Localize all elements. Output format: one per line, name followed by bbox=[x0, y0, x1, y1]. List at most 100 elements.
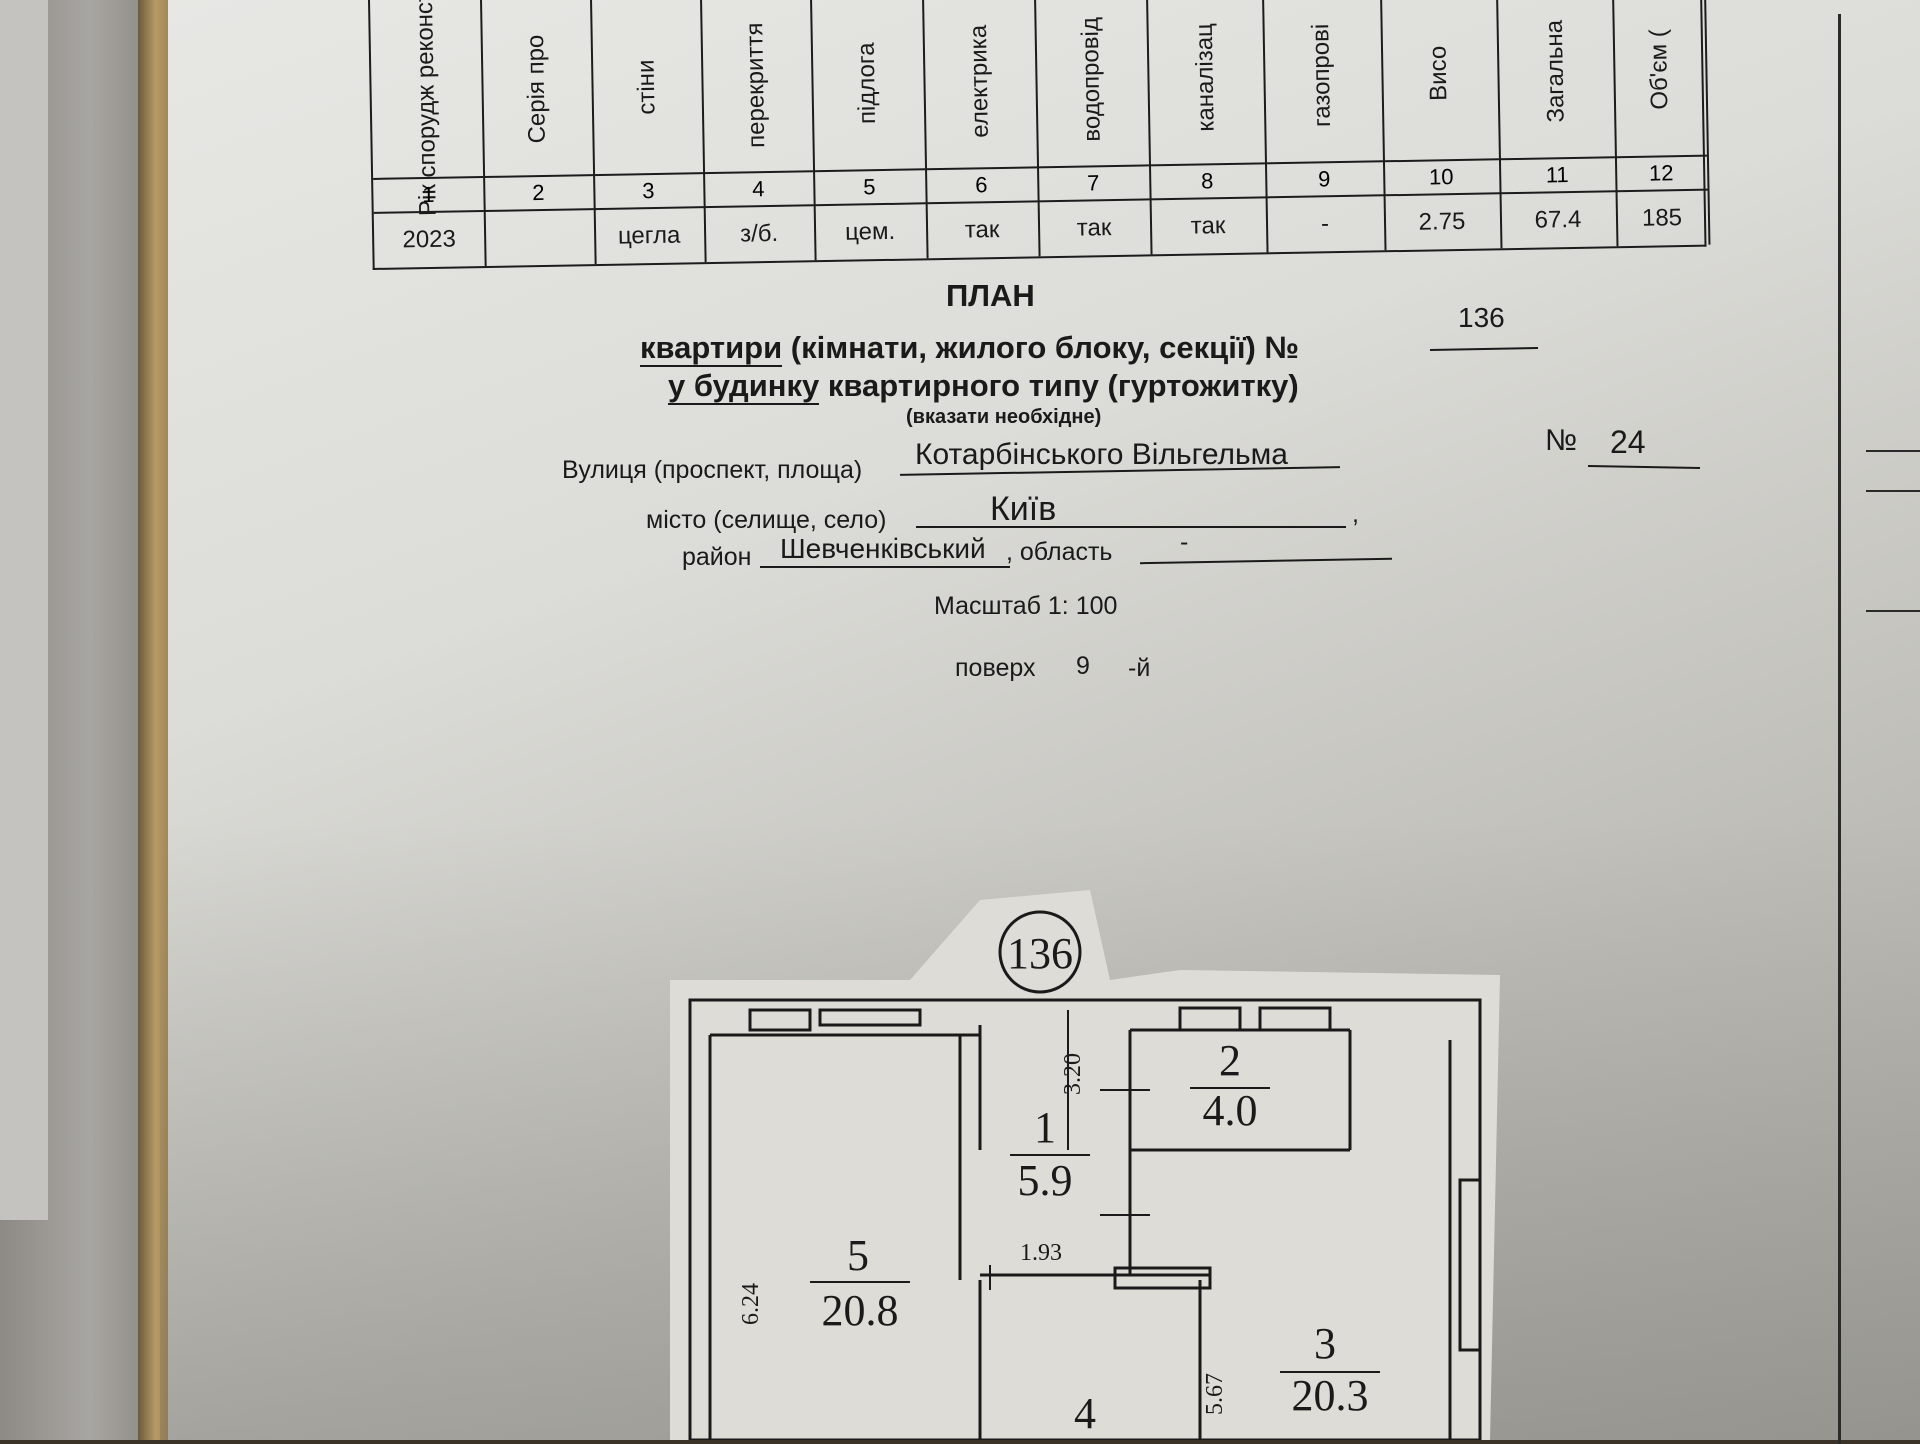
table-column-number: 3 bbox=[593, 172, 704, 211]
table-column: каналізац 8 так bbox=[1145, 0, 1269, 255]
street-value: Котарбінського Вільгельма bbox=[915, 438, 1288, 471]
table-column: Загальна 11 67.4 bbox=[1495, 0, 1619, 249]
city-value: Київ bbox=[990, 490, 1057, 528]
table-header: водопровід bbox=[1034, 0, 1149, 164]
table-column-number: 8 bbox=[1148, 162, 1266, 201]
table-cell: - bbox=[1320, 210, 1330, 238]
table-header-text: каналізац bbox=[1190, 22, 1220, 132]
apartment-word: квартири bbox=[640, 330, 783, 367]
room-2-id: 2 bbox=[1219, 1036, 1241, 1085]
city-line bbox=[916, 526, 1346, 528]
room-5-id: 5 bbox=[847, 1231, 869, 1280]
region-label: , область bbox=[1006, 538, 1113, 566]
table-header: перекриття bbox=[700, 0, 813, 170]
room-4-id: 4 bbox=[1074, 1389, 1096, 1438]
dimension-624: 6.24 bbox=[738, 1283, 764, 1325]
table-header: Загальна bbox=[1496, 0, 1615, 156]
region-value: - bbox=[1180, 528, 1189, 556]
house-value: 24 bbox=[1610, 424, 1646, 460]
form-line bbox=[1866, 610, 1920, 612]
table-column-number: 9 bbox=[1264, 160, 1384, 199]
dimension-320: 3.20 bbox=[1060, 1053, 1086, 1095]
table-column-number: 12 bbox=[1614, 154, 1708, 193]
room-3-area: 20.3 bbox=[1292, 1371, 1369, 1420]
city-label: місто (селище, село) bbox=[646, 506, 887, 534]
room-1-area: 5.9 bbox=[1018, 1156, 1073, 1205]
table-header: електрика bbox=[922, 0, 1037, 166]
apartment-heading: квартири (кімнати, жилого блоку, секції)… bbox=[640, 330, 1300, 367]
room-5-area: 20.8 bbox=[822, 1286, 899, 1335]
floor-plan: 136 1 5.9 2 4.0 3 20.3 4 5 20.8 3.20 1.9… bbox=[670, 890, 1500, 1440]
district-label: район bbox=[682, 543, 752, 571]
table-cell: так bbox=[1190, 212, 1226, 240]
table-header-text: стіни bbox=[632, 59, 661, 115]
plan-rooms: 1 5.9 2 4.0 3 20.3 4 5 20.8 bbox=[810, 1036, 1380, 1438]
district-line bbox=[760, 566, 1010, 568]
table-cell: так bbox=[1076, 214, 1112, 242]
plan-paper-cutout bbox=[670, 890, 1500, 1440]
house-label: № bbox=[1545, 424, 1578, 457]
apartment-number: 136 bbox=[1458, 302, 1505, 333]
table-column: стіни 3 цегла bbox=[589, 0, 707, 265]
table-column-number: 5 bbox=[813, 168, 926, 207]
table-cell: з/б. bbox=[739, 219, 779, 248]
plan-dimension-ticks bbox=[989, 1010, 1150, 1290]
table-column-number: 11 bbox=[1498, 156, 1616, 195]
table-header: Об'єм ( bbox=[1612, 0, 1707, 154]
table-column: водопровід 7 так bbox=[1033, 0, 1153, 257]
room-1-id: 1 bbox=[1034, 1103, 1056, 1152]
left-sheet bbox=[0, 0, 48, 1220]
district-value: Шевченківський bbox=[780, 533, 986, 564]
adjacent-form-edge bbox=[1838, 14, 1920, 1444]
table-header-text: газопрові bbox=[1307, 23, 1337, 128]
table-cell bbox=[484, 210, 595, 266]
room-3-id: 3 bbox=[1314, 1319, 1336, 1368]
apartment-badge-circle bbox=[998, 910, 1082, 994]
floor-suffix: -й bbox=[1128, 654, 1151, 682]
apartment-heading-rest: (кімнати, жилого блоку, секції) № bbox=[782, 330, 1300, 365]
street-label: Вулиця (проспект, площа) bbox=[562, 456, 863, 484]
table-header-text: Серія про bbox=[521, 34, 551, 144]
scale-text: Масштаб 1: 100 bbox=[934, 592, 1118, 620]
table-cell: 185 bbox=[1641, 204, 1683, 232]
table-column-number: 6 bbox=[925, 166, 1038, 205]
table-header: стіни bbox=[590, 0, 703, 172]
table-column: газопрові 9 - bbox=[1261, 0, 1387, 253]
table-column-number: 7 bbox=[1037, 164, 1150, 203]
table-column-number: 4 bbox=[703, 170, 814, 209]
table-column-number: 1 bbox=[373, 176, 484, 214]
table-column-number: 10 bbox=[1382, 158, 1500, 197]
table-column-number: 2 bbox=[483, 174, 594, 213]
building-heading-rest: квартирного типу (гуртожитку) bbox=[819, 368, 1299, 403]
table-cell: 67.4 bbox=[1534, 205, 1582, 234]
apartment-badge: 136 bbox=[1007, 929, 1073, 978]
table-cell: так bbox=[964, 216, 1000, 244]
building-word: у будинку bbox=[668, 368, 820, 405]
form-line bbox=[1866, 450, 1920, 452]
form-line bbox=[1866, 490, 1920, 492]
table-header: Рік спорудж реконстру bbox=[370, 0, 483, 216]
table-cell: 2023 bbox=[402, 225, 457, 254]
table-header-text: Висо bbox=[1424, 45, 1453, 102]
table-cell: цем. bbox=[844, 217, 896, 246]
table-header-text: Загальна bbox=[1540, 19, 1570, 123]
plan-title: ПЛАН bbox=[946, 278, 1035, 313]
table-column: Серія про 2 bbox=[479, 0, 597, 267]
dimension-193: 1.93 bbox=[1020, 1240, 1062, 1266]
table-cell: цегла bbox=[617, 221, 681, 250]
floor-label: поверх bbox=[955, 654, 1036, 682]
plan-walls bbox=[688, 998, 1482, 1440]
note-text: (вказати необхідне) bbox=[906, 406, 1102, 428]
building-heading: у будинку квартирного типу (гуртожитку) bbox=[668, 368, 1299, 405]
table-header-text: водопровід bbox=[1076, 16, 1106, 142]
table-header: газопрові bbox=[1262, 0, 1383, 160]
table-header-text: електрика bbox=[964, 24, 994, 138]
floor-value: 9 bbox=[1076, 652, 1090, 680]
plan-dimensions: 3.20 1.93 6.24 5.67 bbox=[738, 1053, 1228, 1415]
table-header: підлога bbox=[810, 0, 925, 168]
